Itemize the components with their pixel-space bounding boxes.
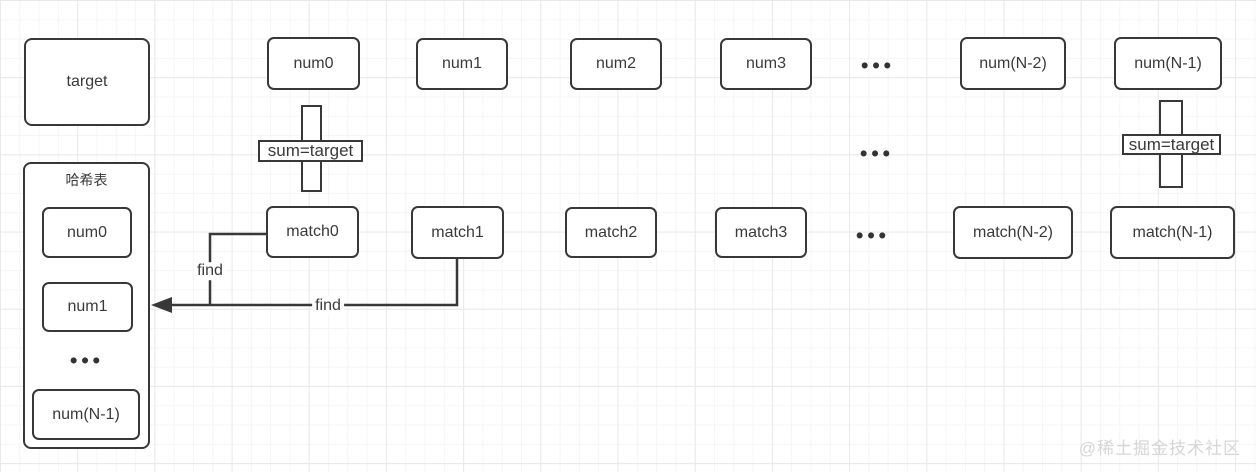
hash-num1-box: num1 xyxy=(42,282,133,332)
num1-box: num1 xyxy=(416,38,508,90)
num2-box: num2 xyxy=(570,38,662,90)
num1-label: num1 xyxy=(441,55,483,72)
sum-equals-target-left: sum=target xyxy=(258,140,363,162)
match3-box: match3 xyxy=(715,207,807,258)
sum-equals-target-right: sum=target xyxy=(1122,134,1221,155)
num3-box: num3 xyxy=(720,38,812,90)
edge-match0-to-hashtable xyxy=(208,232,267,305)
match2-box: match2 xyxy=(565,207,657,258)
num-n-2-box: num(N-2) xyxy=(960,37,1066,90)
edge-match1-to-hashtable xyxy=(168,259,459,307)
hash-num0-label: num0 xyxy=(66,223,108,241)
hash-num0-box: num0 xyxy=(42,207,132,258)
target-box: target xyxy=(24,38,150,126)
hash-table-title: 哈希表 xyxy=(65,172,108,188)
sum-equals-target-right-label: sum=target xyxy=(1128,134,1215,154)
match-n-2-box: match(N-2) xyxy=(953,206,1073,259)
num-n-1-label: num(N-1) xyxy=(1134,54,1202,72)
ellipsis-sum-row-icon: ••• xyxy=(859,142,895,166)
match1-label: match1 xyxy=(431,223,484,241)
watermark-text: @稀土掘金技术社区 xyxy=(1078,439,1241,458)
match1-box: match1 xyxy=(411,206,504,259)
num0-box: num0 xyxy=(267,37,360,90)
hash-num-n-1-box: num(N-1) xyxy=(32,389,140,440)
num2-label: num2 xyxy=(595,55,637,72)
match0-label: match0 xyxy=(286,223,339,240)
num0-label: num0 xyxy=(293,54,334,72)
match-n-1-label: match(N-1) xyxy=(1132,223,1213,241)
match-n-1-box: match(N-1) xyxy=(1110,206,1235,259)
ellipsis-num-row-icon: ••• xyxy=(860,54,896,78)
match-n-2-label: match(N-2) xyxy=(972,223,1053,241)
match2-label: match2 xyxy=(584,223,638,241)
find-label-match0: find xyxy=(194,262,226,280)
ellipsis-match-row-icon: ••• xyxy=(855,224,891,248)
hash-num-n-1-label: num(N-1) xyxy=(52,405,120,423)
find-label-match1: find xyxy=(312,297,344,315)
ellipsis-hash-table-icon: ••• xyxy=(69,349,105,373)
sum-equals-target-left-label: sum=target xyxy=(267,141,354,160)
num-n-1-box: num(N-1) xyxy=(1114,37,1222,90)
hash-num1-label: num1 xyxy=(67,298,108,315)
match0-box: match0 xyxy=(266,206,359,258)
match3-label: match3 xyxy=(734,223,788,241)
num-n-2-label: num(N-2) xyxy=(979,54,1047,72)
arrowhead-icon xyxy=(151,297,172,313)
num3-label: num3 xyxy=(745,55,787,72)
target-label: target xyxy=(66,73,108,90)
